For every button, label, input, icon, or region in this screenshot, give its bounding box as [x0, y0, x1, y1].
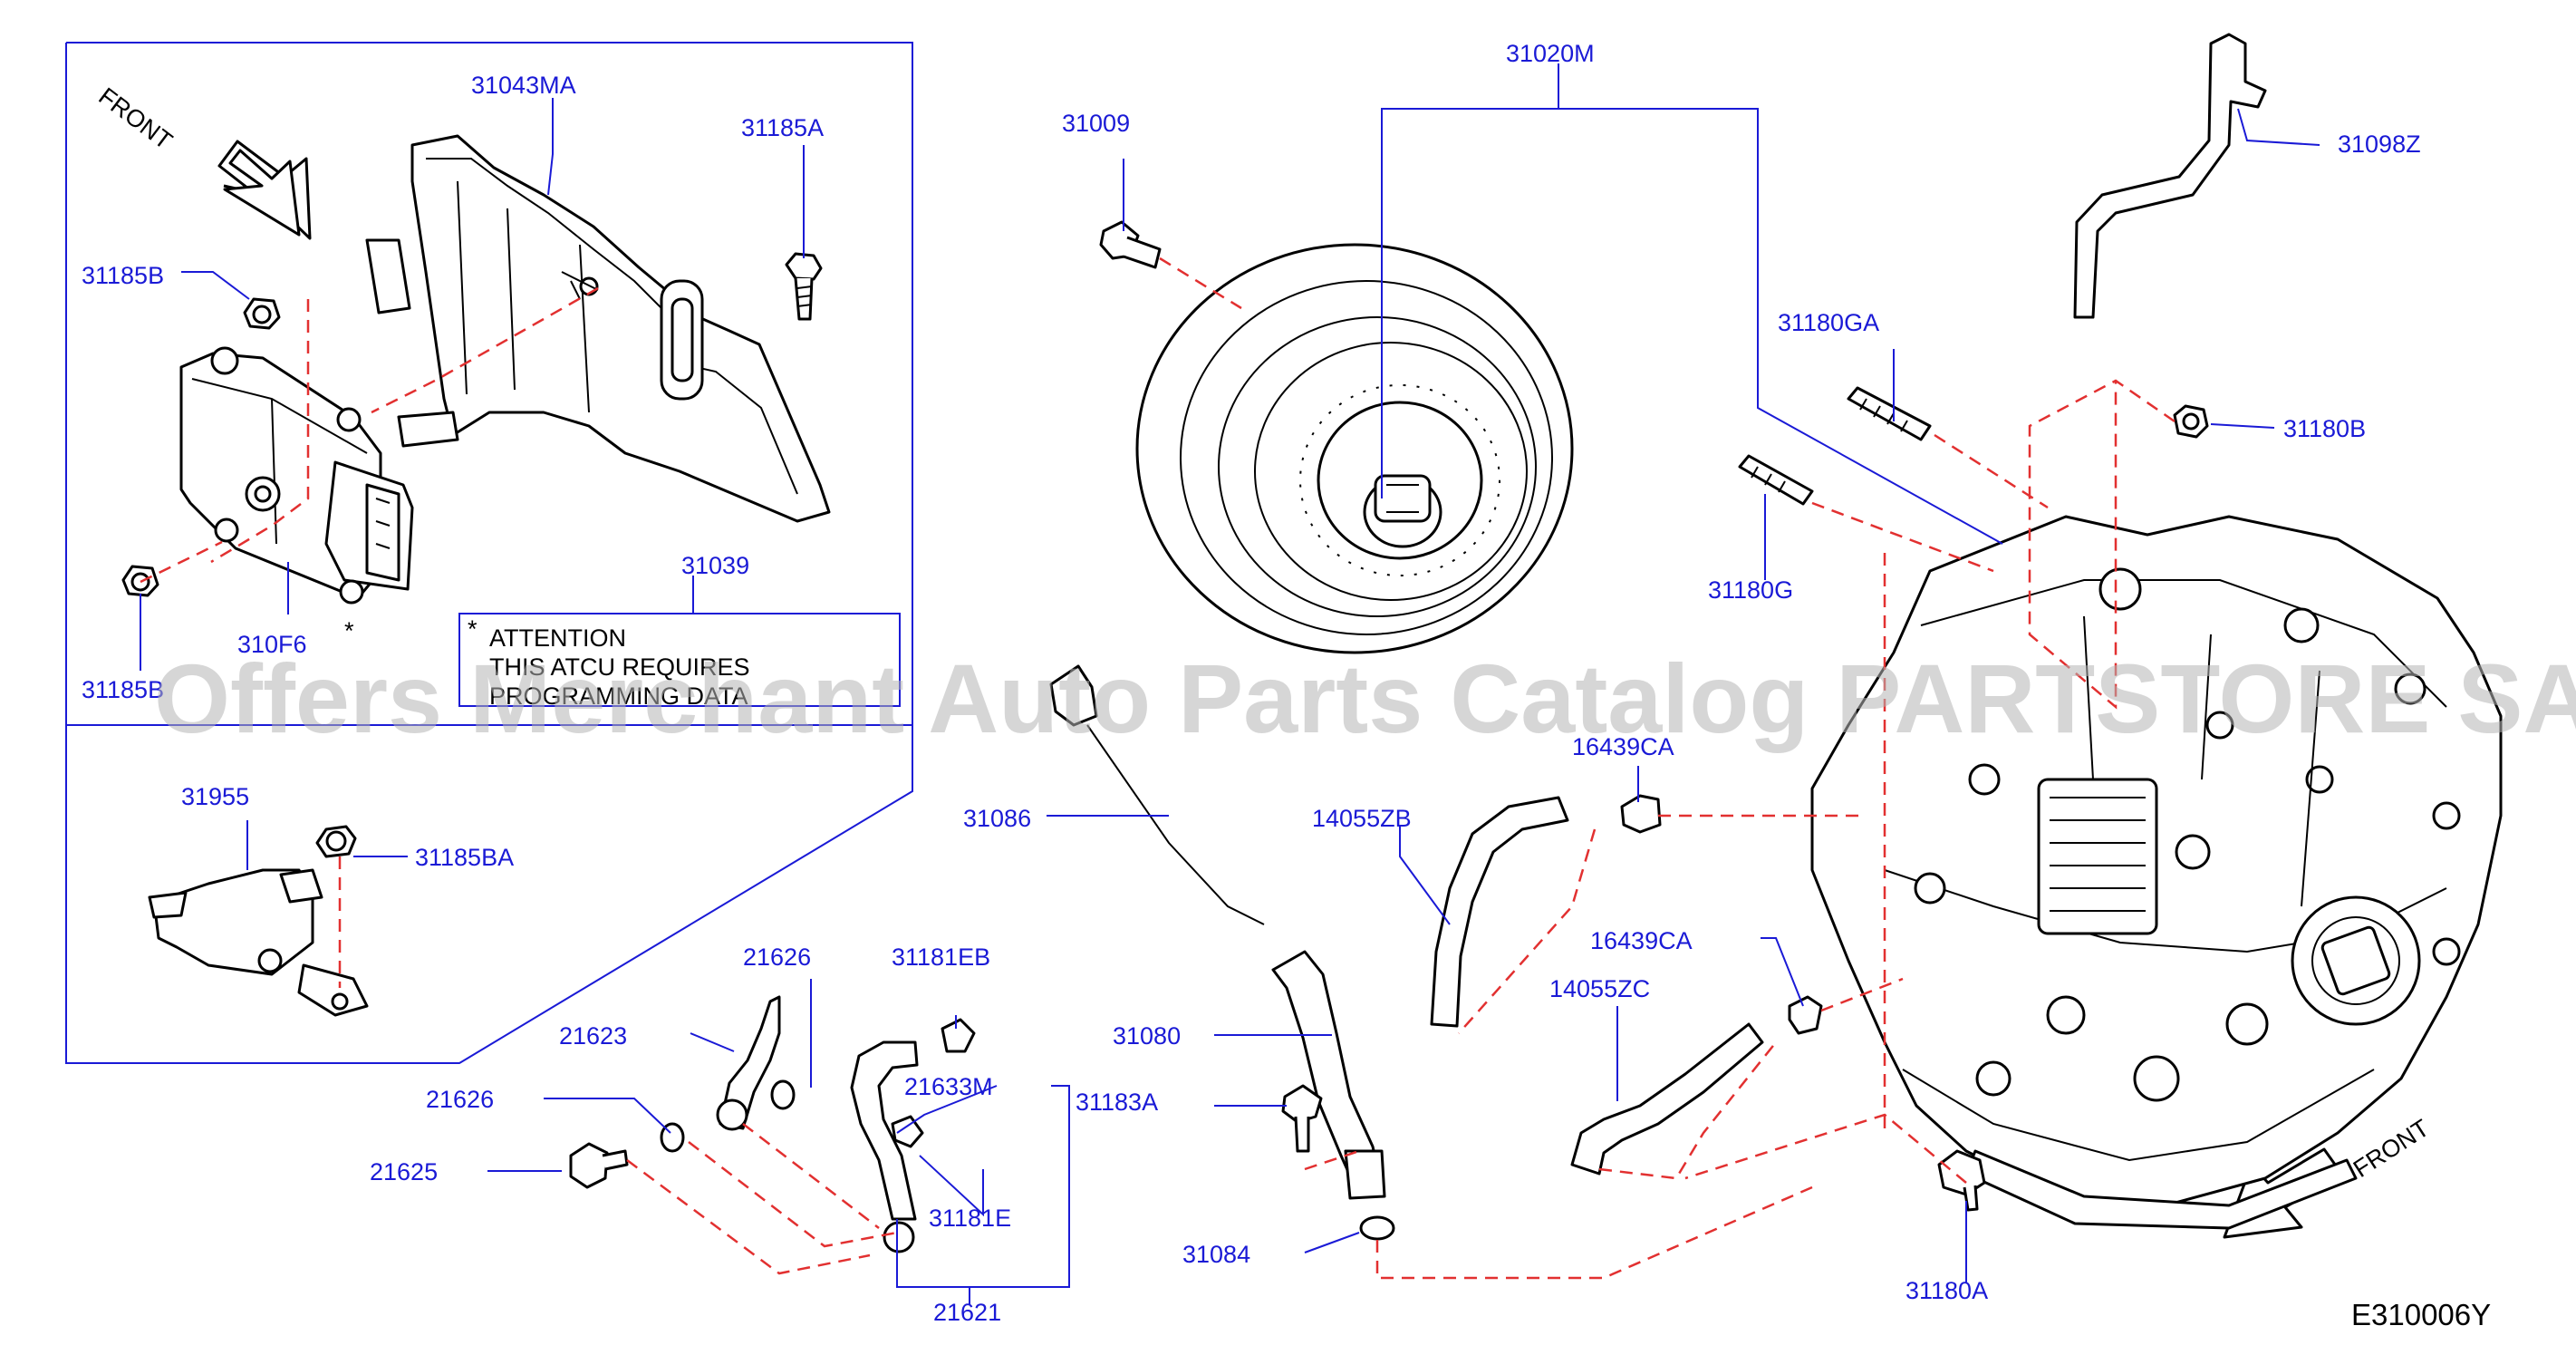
attention-box [458, 613, 901, 707]
watermark: Offers Merchant Auto Parts Catalog PARTS… [154, 643, 2576, 753]
diagram-code: E310006Y [2351, 1298, 2491, 1331]
bolt-31183A [1281, 1084, 1323, 1153]
label-16439CA-top: 16439CA [1572, 733, 1674, 760]
hose-21623 [716, 995, 781, 1131]
attention-star: * [468, 615, 478, 643]
atcu-module [179, 346, 414, 605]
bolt-21625 [569, 1142, 629, 1189]
label-21633M: 21633M [904, 1073, 993, 1100]
clamp-16439CA-bottom [1788, 995, 1823, 1035]
label-21626-top: 21626 [743, 943, 811, 971]
label-21626-left: 21626 [426, 1086, 494, 1113]
label-31084: 31084 [1182, 1241, 1250, 1268]
attention-line-1: ATTENTION [489, 624, 626, 652]
bolt-31009 [1099, 220, 1162, 269]
washer-21626-top [770, 1079, 796, 1110]
dipstick [1049, 664, 1265, 925]
label-31098Z: 31098Z [2338, 131, 2421, 158]
attention-line-2: THIS ATCU REQUIRES [489, 653, 750, 681]
attention-line-3: PROGRAMMING DATA [489, 682, 748, 710]
clamp-31181E [891, 1115, 924, 1148]
nut-31185B-top [243, 297, 281, 330]
breather-tube [2073, 33, 2267, 319]
label-31185A: 31185A [741, 114, 824, 141]
label-21623: 21623 [559, 1022, 627, 1050]
o-ring-31084 [1359, 1215, 1395, 1241]
label-21621: 21621 [933, 1299, 1001, 1326]
label-31185BA: 31185BA [415, 844, 514, 871]
label-31086: 31086 [963, 805, 1031, 832]
label-31181E: 31181E [929, 1205, 1011, 1232]
label-31180G: 31180G [1708, 576, 1793, 604]
label-31955: 31955 [181, 783, 249, 810]
stud-31180GA [1847, 386, 1932, 441]
torque-converter [1135, 243, 1574, 654]
bolt-31185A [785, 252, 823, 321]
attention-note: * ATTENTION THIS ATCU REQUIRES PROGRAMMI… [468, 615, 750, 710]
hose-14055ZB [1430, 796, 1569, 1028]
label-31180A: 31180A [1905, 1277, 1988, 1304]
label-31185B-top: 31185B [82, 262, 164, 289]
stud-31180G [1738, 454, 1814, 506]
label-31183A: 31183A [1076, 1089, 1158, 1116]
transmission-case [1810, 515, 2503, 1230]
label-14055ZB: 14055ZB [1312, 805, 1412, 832]
front-label-top: FRONT [93, 82, 177, 155]
atcu-star-marker: * [344, 617, 354, 644]
label-31020M: 31020M [1506, 40, 1595, 67]
front-label-bottom: FRONT [2349, 1114, 2434, 1183]
nut-31185BA [315, 825, 357, 858]
label-31080: 31080 [1113, 1022, 1181, 1050]
label-14055ZC: 14055ZC [1549, 975, 1650, 1002]
label-31181EB: 31181EB [892, 943, 990, 971]
label-310F6: 310F6 [237, 631, 307, 658]
leader-lines [140, 63, 2320, 1305]
label-31185B-bottom: 31185B [82, 676, 164, 703]
clamp-16439CA-top [1620, 794, 1662, 834]
assembly-lines [140, 256, 2176, 1280]
sensor-31955 [148, 868, 369, 1017]
nut-31180B [2173, 404, 2209, 439]
clamp-31181EB [941, 1018, 976, 1053]
inset-frame [65, 42, 913, 1064]
hose-14055ZC [1570, 1022, 1764, 1176]
label-31180B: 31180B [2283, 415, 2366, 442]
label-31180GA: 31180GA [1778, 309, 1879, 336]
label-31039: 31039 [681, 552, 749, 579]
label-31043MA: 31043MA [471, 72, 576, 99]
hose-21633M [850, 1040, 919, 1253]
front-arrow-top: FRONT [93, 82, 312, 240]
bolt-31180A [1937, 1149, 1986, 1212]
label-16439CA-bottom: 16439CA [1590, 927, 1693, 954]
filler-tube [1271, 950, 1386, 1200]
label-31009: 31009 [1062, 110, 1130, 137]
label-21625: 21625 [370, 1158, 438, 1185]
atcu-bracket [365, 134, 831, 523]
part-labels: 31043MA 31185A 31185B 31185B 310F6 * 310… [82, 40, 2421, 1326]
